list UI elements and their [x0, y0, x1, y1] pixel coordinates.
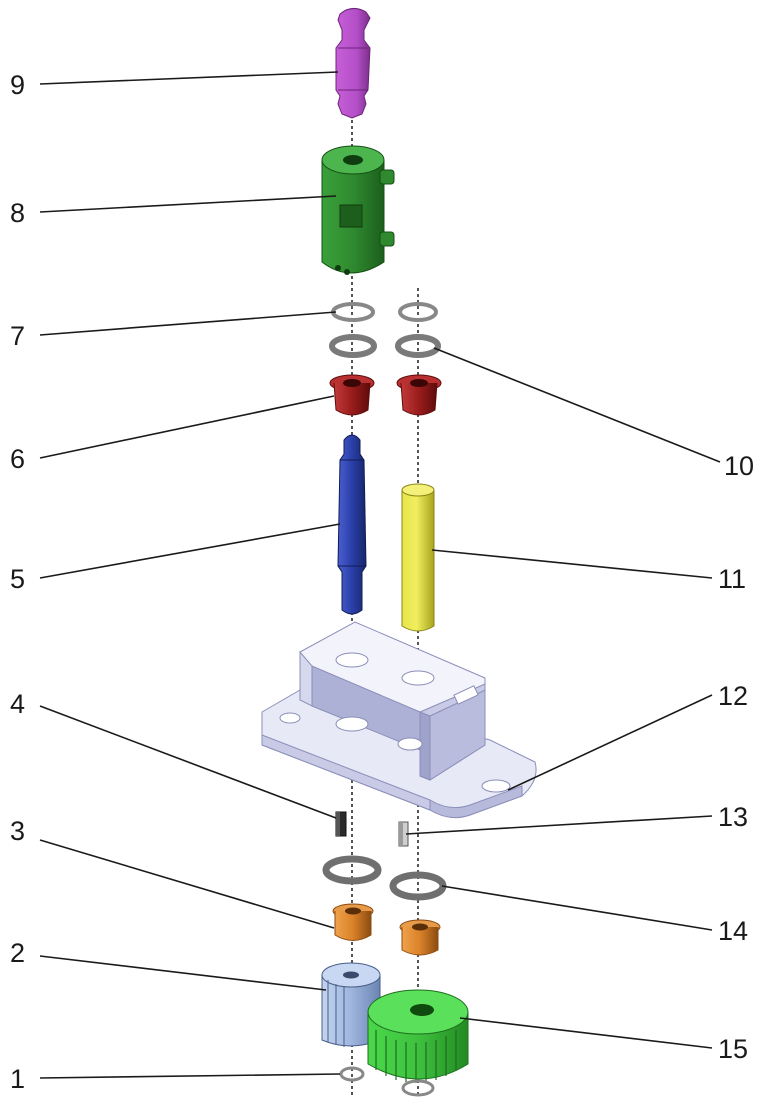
callout-3: 3	[10, 816, 25, 846]
part-11-yellow-pin	[401, 483, 435, 632]
part-3-orange-bushing-left	[332, 903, 374, 941]
callout-13: 13	[718, 802, 748, 832]
callout-8: 8	[10, 198, 25, 228]
part-15-green-gear	[367, 989, 469, 1083]
leader-1	[39, 1073, 341, 1079]
part-9-purple-shaft	[335, 8, 371, 119]
leader-5	[39, 523, 341, 579]
part-14-washer-right-bottom	[389, 871, 447, 901]
callout-7: 7	[10, 321, 25, 351]
callout-6: 6	[10, 444, 25, 474]
callout-14: 14	[718, 916, 748, 946]
callout-10: 10	[724, 451, 754, 481]
callout-15: 15	[718, 1034, 748, 1064]
part-4-left-key	[335, 811, 347, 837]
callout-5: 5	[10, 564, 25, 594]
callout-numbers: 9 8 7 6 5 4 3 2 1 10 11 12 13 14 15	[10, 70, 754, 1094]
part-7-washer-left	[329, 334, 377, 358]
leader-3	[39, 839, 335, 929]
leader-2	[39, 955, 327, 991]
leader-13	[405, 815, 713, 835]
part-12-bracket	[261, 621, 537, 819]
leader-lines	[39, 71, 721, 1079]
callout-12: 12	[718, 681, 748, 711]
leader-14	[441, 885, 713, 931]
part-8-green-coupling	[321, 145, 395, 275]
leader-4	[39, 705, 337, 819]
part-6-red-bushing-right	[396, 374, 442, 416]
callout-2: 2	[10, 938, 25, 968]
leader-8	[39, 195, 337, 213]
part-2-light-blue-gear	[321, 962, 381, 1047]
part-14-orange-bushing-right	[399, 919, 441, 956]
callout-4: 4	[10, 689, 25, 719]
callout-9: 9	[10, 70, 25, 100]
leader-9	[39, 71, 339, 85]
leader-7	[39, 311, 337, 336]
part-3-washer-left-bottom	[322, 855, 382, 885]
part-5-blue-shaft	[337, 434, 367, 615]
part-6-red-bushing-left	[329, 374, 375, 416]
leader-12	[507, 694, 713, 791]
part-10-retaining-ring-right-top	[398, 302, 438, 322]
leader-10	[433, 347, 721, 463]
part-1-retaining-ring-left	[339, 1066, 365, 1082]
leader-15	[459, 1017, 713, 1049]
part-1-retaining-ring-right	[401, 1079, 435, 1097]
callout-11: 11	[718, 564, 746, 594]
leader-6	[39, 395, 335, 459]
callout-1: 1	[10, 1064, 25, 1094]
part-10-washer-right	[395, 334, 441, 358]
leader-11	[431, 549, 713, 579]
